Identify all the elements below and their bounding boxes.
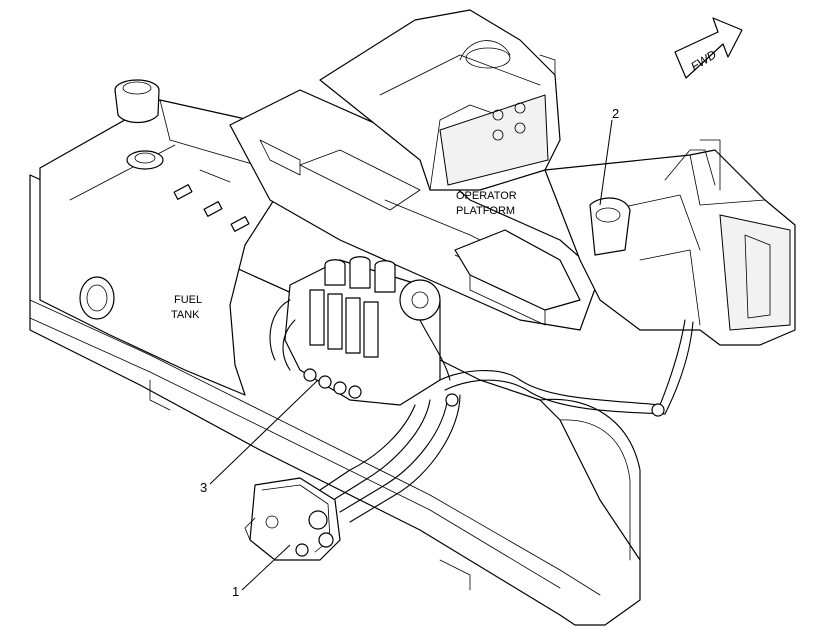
fuel-tank-label-line1: FUEL [174, 294, 202, 306]
right-frame [544, 139, 796, 346]
operator-platform-label-line1: OPERATOR [456, 190, 517, 202]
callout-number-3: 3 [200, 480, 207, 495]
callout-numbers: 1 2 3 [200, 106, 619, 599]
leader-1 [241, 544, 291, 591]
leader-2 [599, 119, 613, 206]
leader-3 [209, 379, 319, 485]
callout-number-2: 2 [612, 106, 619, 121]
part-labels: OPERATOR PLATFORM FUEL TANK [171, 190, 517, 321]
callout-number-1: 1 [232, 584, 239, 599]
callout-leaders [209, 119, 613, 591]
cab-frame [319, 9, 561, 191]
forward-arrow-icon: FWD [674, 17, 743, 79]
operator-platform-label-line2: PLATFORM [456, 205, 515, 217]
control-valve [269, 256, 451, 406]
hydraulic-lines [319, 319, 694, 523]
operator-platform [229, 89, 601, 331]
hydraulic-pump [244, 477, 341, 561]
fuel-tank-label-line2: TANK [171, 309, 200, 321]
